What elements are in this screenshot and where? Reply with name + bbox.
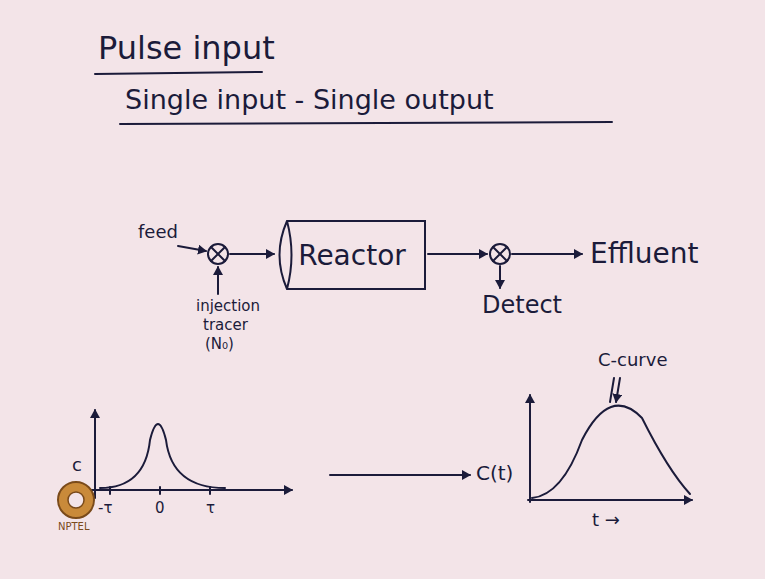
reactor-vessel: Reactor [278, 220, 426, 290]
axis-label: c [72, 455, 82, 476]
watermark: NPTEL [58, 521, 90, 533]
detect-label: Detect [482, 292, 562, 320]
transform-arrow [330, 474, 470, 476]
function-label: C(t) [476, 462, 513, 485]
subtitle-underline [120, 122, 612, 124]
cross-mark [493, 247, 507, 261]
title: Pulse input [98, 30, 275, 67]
effluent-arrow [512, 253, 582, 255]
nptel-logo [58, 482, 94, 518]
pointer-arrow [616, 378, 620, 402]
subtitle: Single input - Single output [125, 84, 494, 115]
tick [159, 487, 161, 494]
tracer-label: tracer [203, 317, 248, 334]
effluent-label: Effluent [590, 238, 698, 270]
node-text: Reactor [278, 239, 426, 272]
tick-label: τ [206, 500, 215, 517]
cross-mark [211, 247, 225, 261]
feed-label: feed [138, 222, 178, 243]
y-axis [529, 395, 531, 502]
pointer-line [610, 378, 614, 402]
y-axis [94, 410, 96, 498]
injection-arrow [217, 267, 219, 294]
tick-label: -τ [98, 500, 112, 517]
flow-arrow [230, 253, 274, 255]
detect-arrow [499, 266, 501, 288]
cross-mark [493, 247, 507, 261]
tick [209, 487, 211, 494]
pulse-curve [100, 424, 225, 488]
feed-arrow [178, 246, 206, 251]
x-axis [88, 489, 292, 491]
injection-label: injection [196, 298, 260, 315]
flow-arrow [428, 253, 487, 255]
detection-point [490, 244, 510, 264]
c-curve [532, 406, 690, 498]
title-underline [95, 72, 262, 74]
axis-label: t → [592, 510, 620, 531]
tracer-amount: (N₀) [205, 336, 234, 353]
tick-label: 0 [155, 500, 165, 517]
curve-label: C-curve [598, 350, 668, 371]
injection-point [208, 244, 228, 264]
x-axis [528, 499, 692, 501]
cross-mark [211, 247, 225, 261]
